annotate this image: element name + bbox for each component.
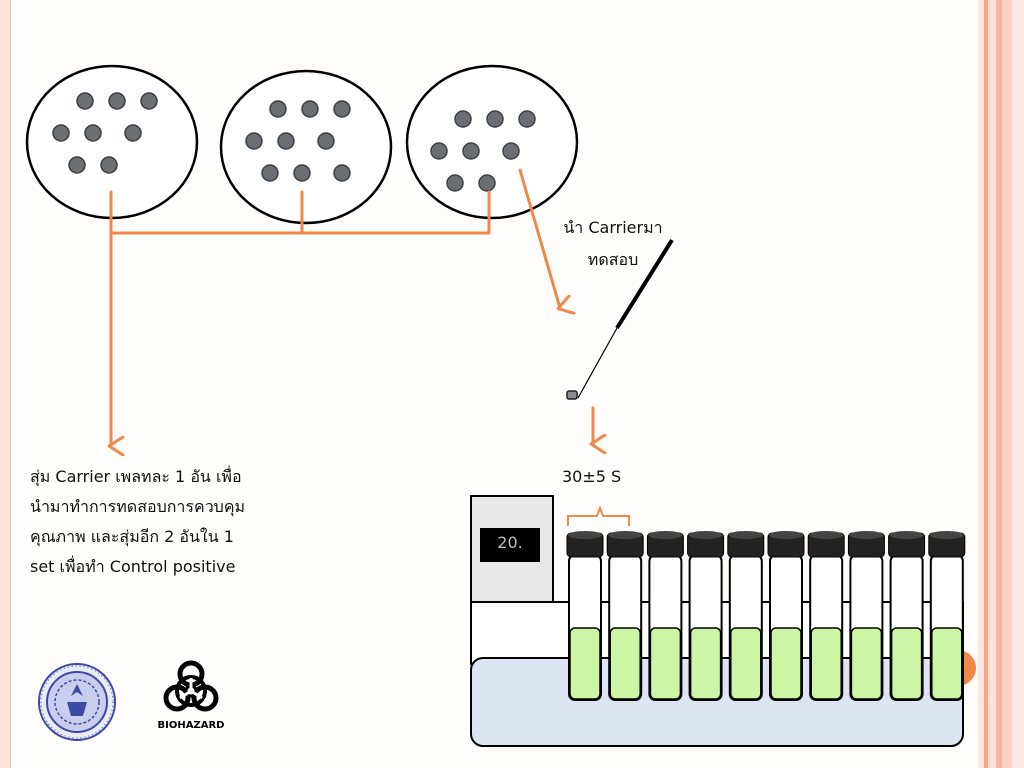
biohazard-label: BIOHAZARD (157, 720, 225, 731)
test-tube (847, 531, 885, 701)
right-border-stripe-1 (978, 0, 984, 768)
test-tube (767, 531, 805, 701)
carrier-dots-dish-3 (430, 110, 536, 192)
right-border-stripe-2 (984, 0, 988, 768)
test-tube (606, 531, 644, 701)
instruction-text: สุ่ม Carrier เพลทละ 1 อัน เพื่อ นำมาทำกา… (30, 462, 290, 582)
test-tube (807, 531, 845, 701)
instruction-line-2: นำมาทำการทดสอบการควบคุม (30, 497, 246, 516)
right-border-stripe-6 (1012, 0, 1024, 768)
test-tube (727, 531, 765, 701)
biohazard-icon (163, 660, 219, 712)
test-tube-rack (566, 531, 966, 701)
institution-seal-icon (38, 663, 116, 741)
right-border-stripe-5 (1002, 0, 1012, 768)
timer-label: 30±5 S (562, 467, 622, 486)
carrier-note-line-2: ทดสอบ (587, 250, 639, 269)
carrier-dots-dish-2 (245, 100, 351, 182)
right-border-stripe-3 (988, 0, 996, 768)
timer-bracket (567, 505, 630, 526)
carrier-note: นำ Carrierมา ทดสอบ (548, 212, 678, 276)
petri-dish-2 (219, 69, 393, 225)
petri-dish-3 (405, 64, 579, 220)
test-tube (888, 531, 926, 701)
instruction-line-4: set เพื่อทำ Control positive (30, 557, 236, 576)
test-tube (687, 531, 725, 701)
right-border-stripe-4 (996, 0, 1002, 768)
instruction-line-1: สุ่ม Carrier เพลทละ 1 อัน เพื่อ (30, 467, 242, 486)
test-tube (566, 531, 604, 701)
carrier-dots-dish-1 (52, 92, 158, 174)
test-tube (646, 531, 684, 701)
carrier-probe (566, 238, 674, 400)
test-tube (928, 531, 966, 701)
carrier-note-line-1: นำ Carrierมา (563, 218, 663, 237)
left-border (0, 0, 11, 768)
connector-lines (111, 168, 593, 446)
instruction-line-3: คุณภาพ และสุ่มอีก 2 อันใน 1 (30, 527, 234, 546)
temperature-display: 20. 0 (480, 528, 540, 562)
